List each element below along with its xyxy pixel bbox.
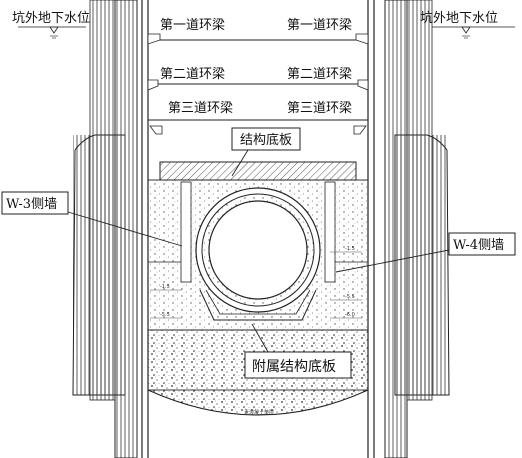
pipe-section <box>195 187 321 313</box>
ring-beam-2-label-right: 第二道环梁 <box>287 67 352 82</box>
level-right-2: -5.5 <box>345 294 355 300</box>
ring-beam-1-label-right: 第一道环梁 <box>287 18 352 33</box>
level-right-3: -6.0 <box>345 312 355 318</box>
ring-beam-3-label-left: 第三道环梁 <box>168 101 233 116</box>
groundwater-mark-left <box>18 26 86 39</box>
structural-base-slab-label: 结构底板 <box>240 132 292 148</box>
ring-beam-1 <box>147 33 369 45</box>
callout-w4-side-wall: W-4侧墙 <box>335 232 516 273</box>
w3-side-wall-label: W-3侧墙 <box>6 197 57 212</box>
auxiliary-base-slab-label: 附属结构底板 <box>252 359 336 375</box>
level-right-1: -1.5 <box>345 246 355 252</box>
level-left-1: -1.5 <box>160 284 170 290</box>
ring-beam-1-label-left: 第一道环梁 <box>160 18 225 33</box>
groundwater-mark-right <box>432 26 515 39</box>
bottom-note: 素混凝土垫层 <box>244 409 274 416</box>
w4-side-wall-label: W-4侧墙 <box>453 238 504 253</box>
ring-beam-2-label-left: 第二道环梁 <box>160 67 225 82</box>
level-left-2: -5.5 <box>160 312 170 318</box>
callout-w3-side-wall: W-3侧墙 <box>1 191 183 247</box>
ring-beam-2 <box>147 79 369 91</box>
callout-structural-base-slab: 结构底板 <box>231 127 301 177</box>
right-pile-wall <box>384 0 450 458</box>
groundwater-label-right: 坑外地下水位 <box>420 11 498 26</box>
groundwater-label-left: 坑外地下水位 <box>12 11 90 26</box>
ring-beam-3 <box>148 119 368 135</box>
callout-auxiliary-base-slab: 附属结构底板 <box>244 323 352 379</box>
ring-beam-3-label-right: 第三道环梁 <box>287 101 352 116</box>
elevation-marks: -1.5 -5.5 -1.5 -5.5 -6.0 素混凝土垫层 <box>150 246 362 416</box>
left-pile-wall <box>72 0 138 458</box>
structural-base-slab <box>159 161 357 181</box>
